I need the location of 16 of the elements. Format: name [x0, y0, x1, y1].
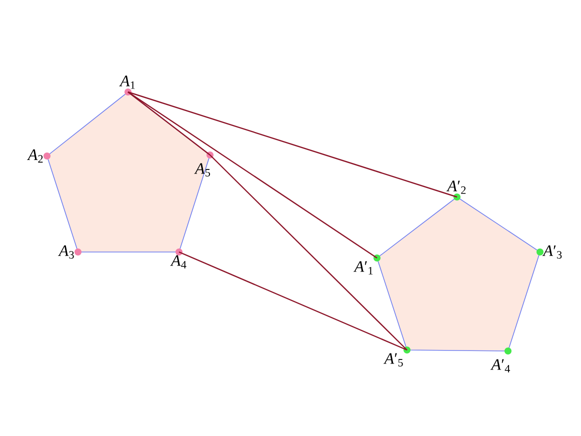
vertex-label: A′$_{3}$: [542, 245, 562, 259]
vertex-label: A$_{3}$: [58, 245, 74, 259]
vertex-label: A′$_{4}$: [490, 359, 510, 372]
pentagon-shape: [376, 196, 540, 352]
connecting-line: [128, 91, 458, 198]
vertex-label: A′$_{1}$: [354, 261, 373, 274]
connecting-line: [128, 92, 210, 156]
vertex-label: A$_{2}$: [27, 149, 43, 163]
vertex-label: A$_{4}$: [170, 255, 186, 268]
vertex-label: A$_{5}$: [194, 163, 210, 176]
vertex-label: A$_{1}$: [119, 76, 135, 89]
vertex-label: A′$_{5}$: [384, 353, 403, 366]
connecting-line: [178, 251, 408, 351]
connecting-line: [210, 154, 408, 350]
connecting-line: [128, 92, 378, 258]
vertex-label: A′$_{2}$: [446, 180, 466, 194]
